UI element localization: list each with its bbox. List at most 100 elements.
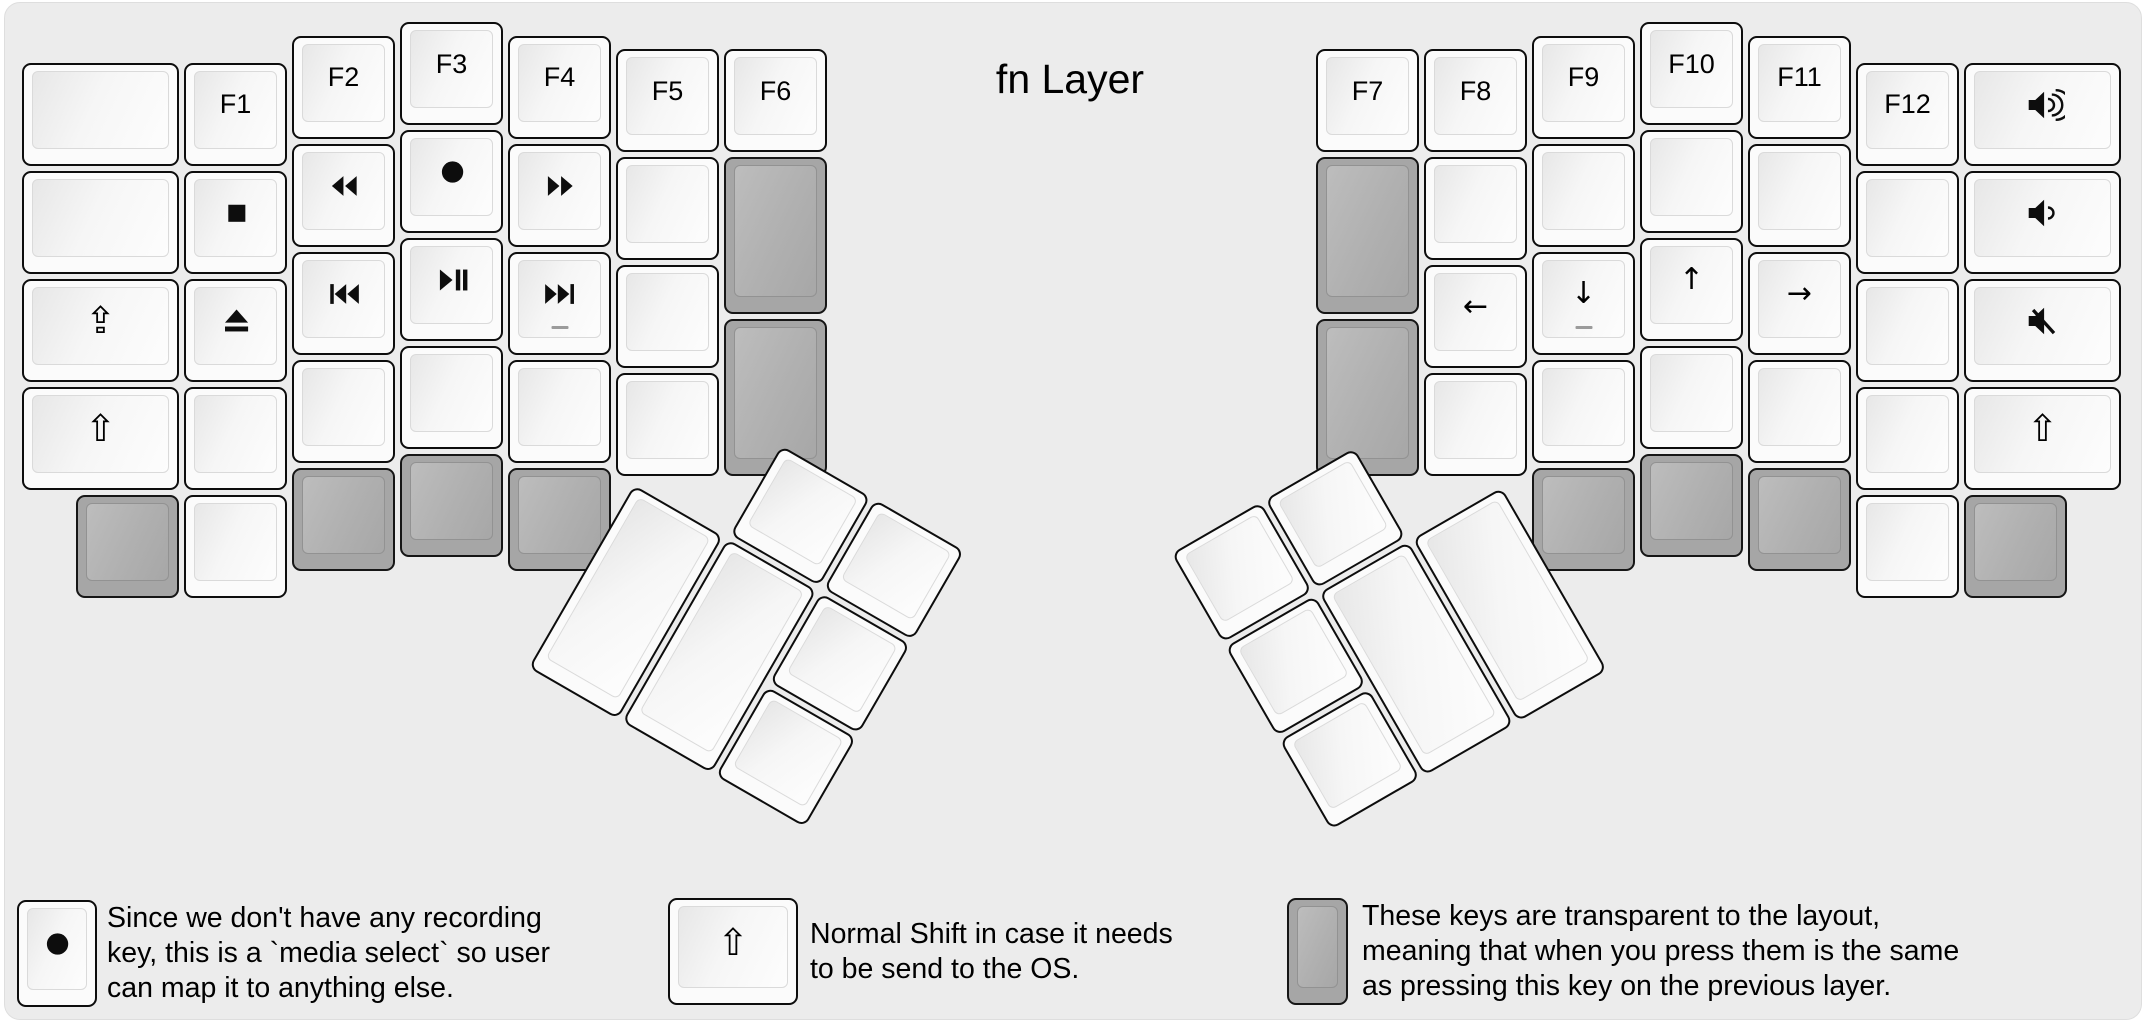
keycap-face <box>1542 367 1625 446</box>
keycap-face <box>302 259 385 338</box>
keycap-face: F12 <box>1866 70 1949 149</box>
keycap-face <box>1650 462 1733 540</box>
key-f12[interactable]: F12 <box>1856 62 1959 166</box>
key-blank[interactable] <box>616 373 719 476</box>
key-f4[interactable]: F4 <box>508 35 611 139</box>
key-blank[interactable] <box>1856 494 1959 598</box>
key-f2[interactable]: F2 <box>292 35 395 139</box>
key-blank[interactable] <box>1856 386 1959 490</box>
keycap-face <box>1866 394 1949 473</box>
key-blank[interactable] <box>1856 170 1959 274</box>
key-f8[interactable]: F8 <box>1424 49 1527 152</box>
legend-text-3: These keys are transparent to the layout… <box>1362 899 1959 1004</box>
key-transparent[interactable] <box>292 467 395 571</box>
key-blank[interactable] <box>1532 143 1635 247</box>
key-transparent[interactable] <box>76 494 179 598</box>
legend-record-key <box>17 900 97 1007</box>
key-transparent[interactable] <box>1532 467 1635 571</box>
key-transparent[interactable] <box>400 454 503 557</box>
key-caps-lock[interactable]: ⇪ <box>22 278 179 382</box>
key-fast-forward[interactable] <box>508 143 611 247</box>
key-down-arrow[interactable]: ↓ <box>1532 251 1635 355</box>
keycap-face <box>626 381 709 459</box>
key-blank[interactable] <box>1424 157 1527 260</box>
stop-icon <box>227 204 245 222</box>
key-shift[interactable]: ⇧ <box>22 386 179 490</box>
caps-lock-icon: ⇪ <box>84 299 116 342</box>
key-blank[interactable] <box>1640 130 1743 233</box>
key-f10[interactable]: F10 <box>1640 22 1743 125</box>
key-f1[interactable]: F1 <box>184 62 287 166</box>
next-track-icon <box>544 283 574 304</box>
key-blank[interactable] <box>1748 359 1851 463</box>
key-eject[interactable] <box>184 278 287 382</box>
key-volume-up[interactable] <box>1964 62 2121 166</box>
layer-title: fn Layer <box>995 56 1145 102</box>
keycap-face: ↓ <box>1542 259 1625 338</box>
key-next-track[interactable] <box>508 251 611 355</box>
key-f6[interactable]: F6 <box>724 49 827 152</box>
key-blank[interactable] <box>184 494 287 598</box>
keycap-face <box>1974 286 2111 365</box>
legend-text-line: meaning that when you press them is the … <box>1362 935 1960 967</box>
key-blank[interactable] <box>1532 359 1635 463</box>
key-up-arrow[interactable]: ↑ <box>1640 238 1743 341</box>
key-f3[interactable]: F3 <box>400 22 503 125</box>
key-transparent[interactable] <box>1640 454 1743 557</box>
keycap-face <box>1866 502 1949 581</box>
key-rewind[interactable] <box>292 143 395 247</box>
key-transparent[interactable] <box>724 157 827 314</box>
keycap-face <box>302 367 385 446</box>
key-f11[interactable]: F11 <box>1748 35 1851 139</box>
keycap-face <box>1974 178 2111 257</box>
keycap-face <box>32 178 169 257</box>
legend-shift-key: ⇧ <box>668 898 798 1005</box>
key-transparent[interactable] <box>1748 467 1851 571</box>
key-transparent[interactable] <box>508 467 611 571</box>
key-blank[interactable] <box>1856 278 1959 382</box>
key-label: F5 <box>651 75 684 106</box>
key-left-arrow[interactable]: ← <box>1424 265 1527 368</box>
keycap-face <box>1758 151 1841 230</box>
volume-down-icon <box>2028 199 2055 226</box>
key-blank[interactable] <box>22 170 179 274</box>
key-f7[interactable]: F7 <box>1316 49 1419 152</box>
keycap-face <box>734 165 817 297</box>
key-f9[interactable]: F9 <box>1532 35 1635 139</box>
key-right-arrow[interactable]: → <box>1748 251 1851 355</box>
key-blank[interactable] <box>292 359 395 463</box>
key-blank[interactable] <box>508 359 611 463</box>
legend-text-line: as pressing this key on the previous lay… <box>1362 970 1892 1002</box>
keycap-face <box>626 165 709 243</box>
key-blank[interactable] <box>616 265 719 368</box>
keycap-face <box>302 151 385 230</box>
key-play-pause[interactable] <box>400 238 503 341</box>
key-previous-track[interactable] <box>292 251 395 355</box>
legend-text-line: can map it to anything else. <box>107 972 454 1004</box>
key-volume-down[interactable] <box>1964 170 2121 274</box>
key-mute[interactable] <box>1964 278 2121 382</box>
keycap-face <box>1326 327 1409 459</box>
key-stop[interactable] <box>184 170 287 274</box>
key-transparent[interactable] <box>724 319 827 476</box>
keycap-face <box>734 327 817 459</box>
key-blank[interactable] <box>1748 143 1851 247</box>
key-blank[interactable] <box>22 62 179 166</box>
key-label: F6 <box>759 75 792 106</box>
key-blank[interactable] <box>184 386 287 490</box>
key-blank[interactable] <box>400 346 503 449</box>
keycap-face <box>518 151 601 230</box>
key-transparent[interactable] <box>1316 157 1419 314</box>
key-transparent[interactable] <box>1964 494 2067 598</box>
key-blank[interactable] <box>1424 373 1527 476</box>
key-blank[interactable] <box>616 157 719 260</box>
keycap-face <box>1434 165 1517 243</box>
key-f5[interactable]: F5 <box>616 49 719 152</box>
keycap-face <box>194 178 277 257</box>
key-blank[interactable] <box>1640 346 1743 449</box>
key-transparent[interactable] <box>1316 319 1419 476</box>
key-shift[interactable]: ⇧ <box>1964 386 2121 490</box>
key-record[interactable] <box>400 130 503 233</box>
down-arrow-icon: ↓ <box>1570 275 1597 311</box>
keycap-face <box>1650 138 1733 216</box>
